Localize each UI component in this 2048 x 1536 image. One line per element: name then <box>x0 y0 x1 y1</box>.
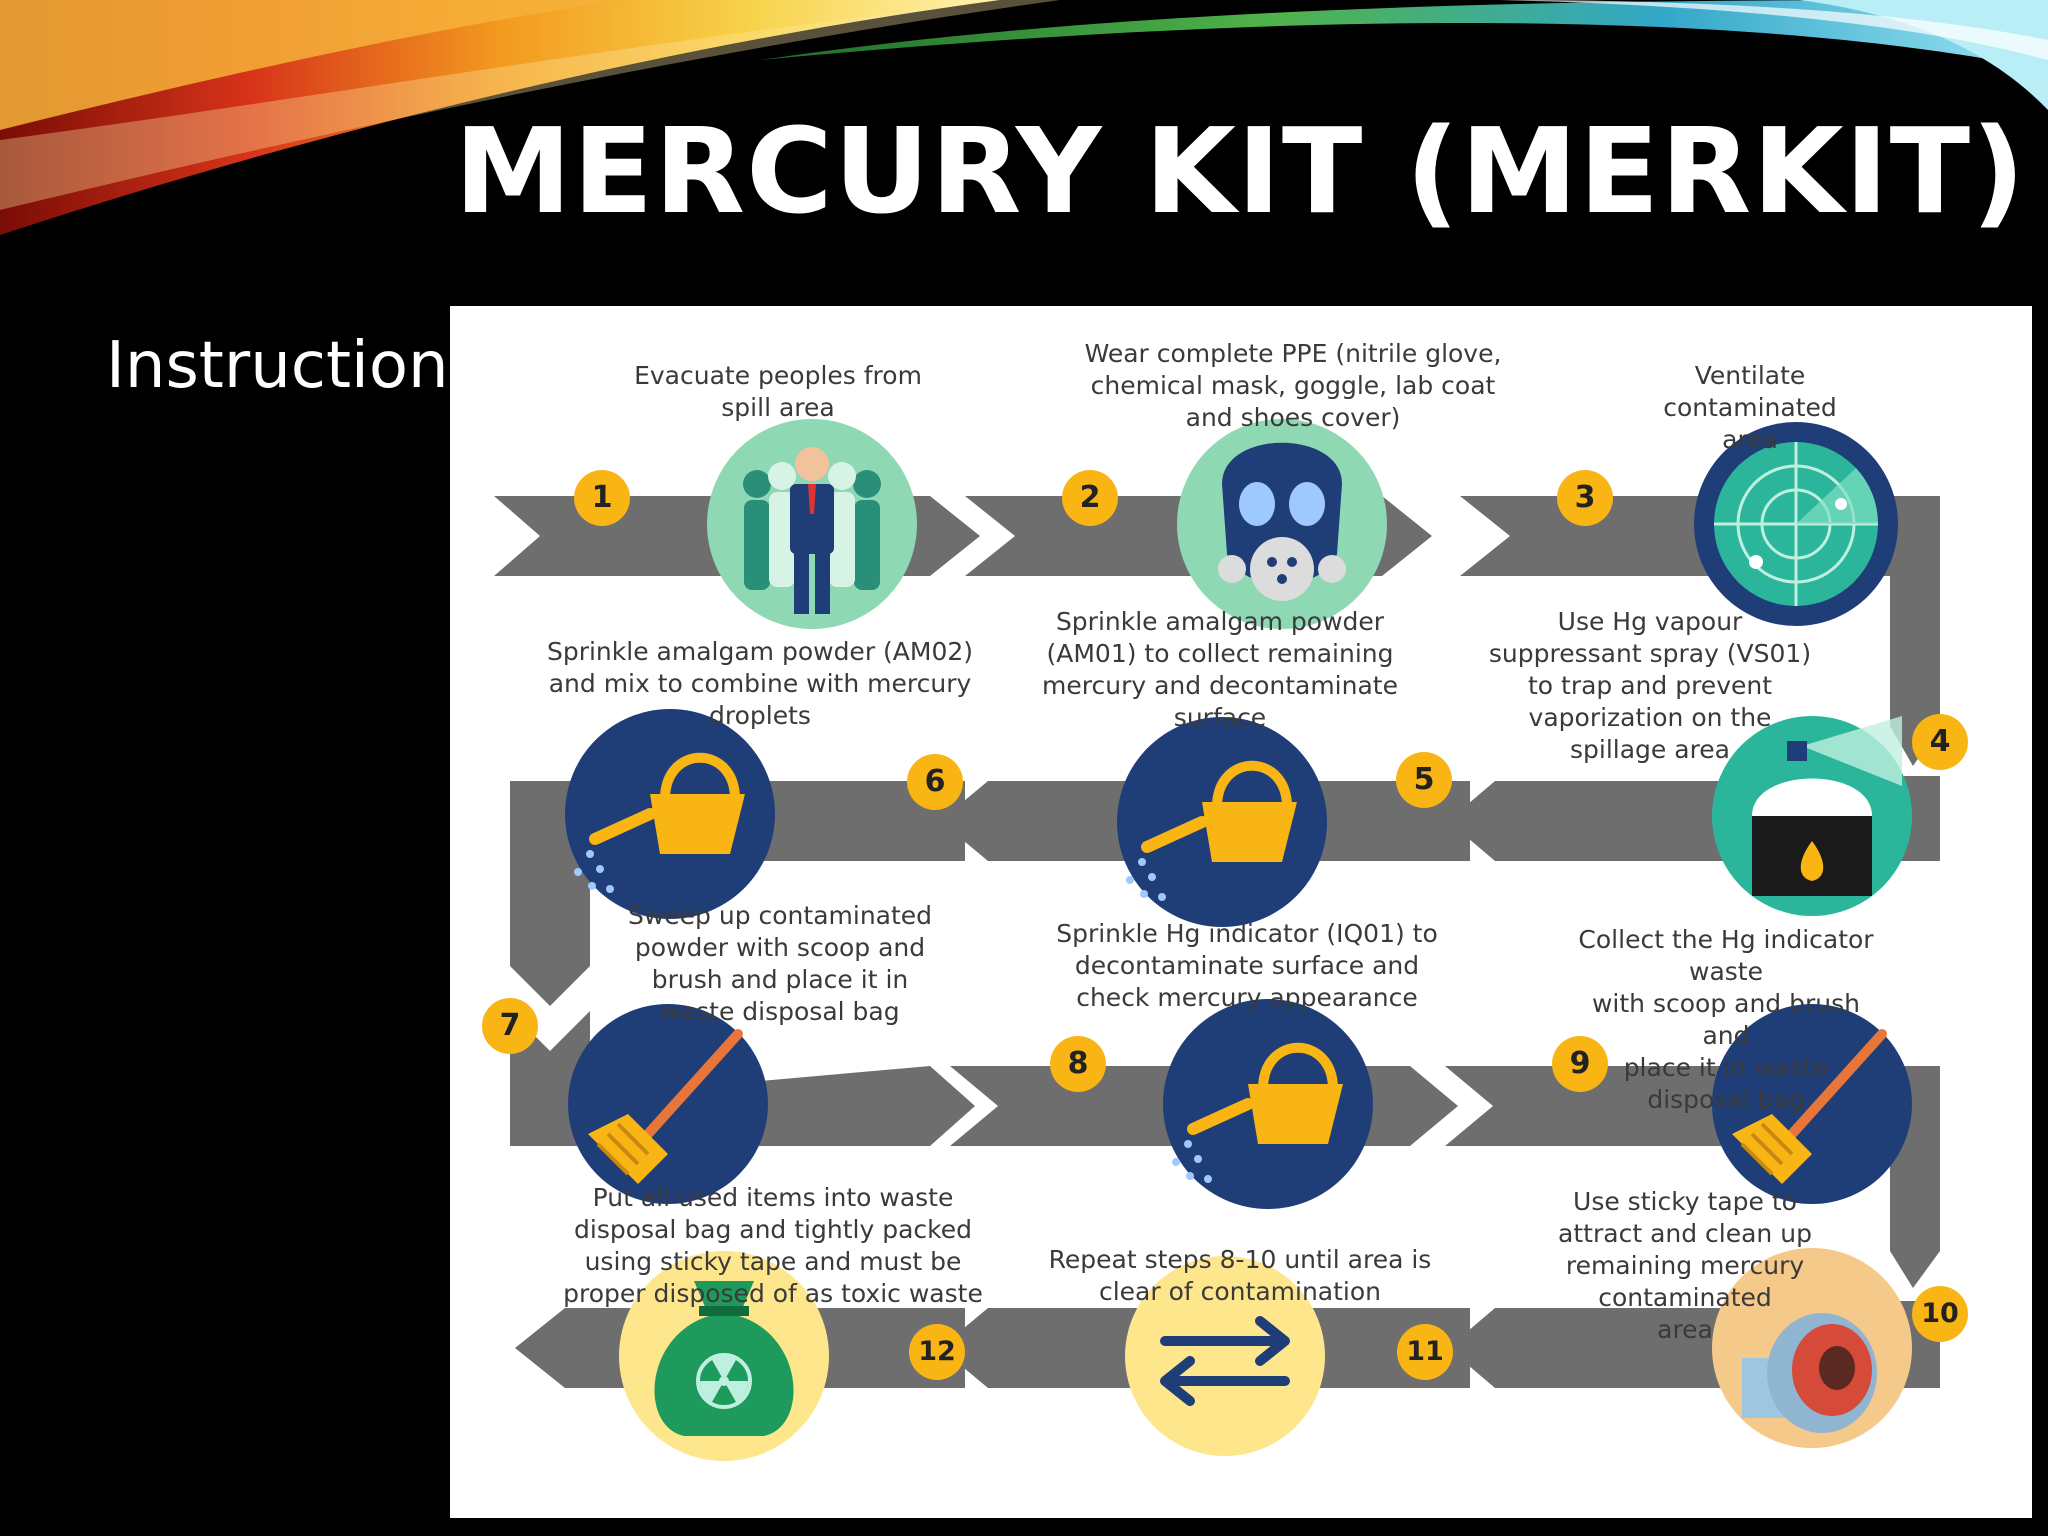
step-4-caption: Use Hg vapour suppressant spray (VS01) t… <box>1488 607 1812 764</box>
step-5-caption: Sprinkle amalgam powder (AM01) to collec… <box>1042 607 1398 732</box>
step-6-caption: Sprinkle amalgam powder (AM02) and mix t… <box>546 637 974 730</box>
step-12-caption: Put all used items into waste disposal b… <box>563 1183 983 1308</box>
step-6-badge: 6 <box>907 754 963 810</box>
watering-can-icon <box>1163 999 1373 1209</box>
step-10-caption: Use sticky tape to attract and clean up … <box>1558 1187 1812 1344</box>
step-11-caption: Repeat steps 8-10 until area is clear of… <box>1048 1245 1432 1306</box>
repeat-arrows-icon <box>1125 1256 1325 1456</box>
step-4-badge: 4 <box>1912 714 1968 770</box>
process-flow-diagram <box>494 419 1940 1461</box>
gas-mask-icon <box>1177 419 1387 629</box>
step-8-caption: Sprinkle Hg indicator (IQ01) to decontam… <box>1056 919 1438 1012</box>
step-8-badge: 8 <box>1050 1036 1106 1092</box>
step-3-badge: 3 <box>1557 470 1613 526</box>
header-swoosh-decoration <box>0 0 2048 235</box>
spray-icon <box>1712 716 1912 916</box>
watering-can-icon <box>565 709 775 919</box>
step-12-badge: 12 <box>909 1324 965 1380</box>
tape-roll-icon <box>1712 1248 1912 1448</box>
step-9-badge: 9 <box>1552 1036 1608 1092</box>
step-5-badge: 5 <box>1396 752 1452 808</box>
step-1-caption: Evacuate peoples from spill area <box>634 361 922 422</box>
step-2-caption: Wear complete PPE (nitrile glove, chemic… <box>1084 339 1502 432</box>
step-3-caption: Ventilate contaminated area <box>1663 361 1837 454</box>
step-10-badge: 10 <box>1912 1286 1968 1342</box>
step-7-badge: 7 <box>482 998 538 1054</box>
watering-can-icon <box>1117 717 1327 927</box>
radar-icon <box>1694 422 1898 626</box>
step-2-badge: 2 <box>1062 470 1118 526</box>
step-9-caption: Collect the Hg indicator waste with scoo… <box>1578 925 1874 1114</box>
instruction-label: Instruction <box>106 329 449 403</box>
step-1-badge: 1 <box>574 470 630 526</box>
infographic-panel: Evacuate peoples from spill area Wear co… <box>450 306 2032 1518</box>
step-7-caption: Sweep up contaminated powder with scoop … <box>627 901 933 1026</box>
broom-icon <box>568 1004 768 1204</box>
toxic-bag-icon <box>619 1251 829 1461</box>
step-11-badge: 11 <box>1397 1324 1453 1380</box>
slide-title: MERCURY KIT (MERKIT) <box>454 102 2026 240</box>
people-icon <box>707 419 917 629</box>
